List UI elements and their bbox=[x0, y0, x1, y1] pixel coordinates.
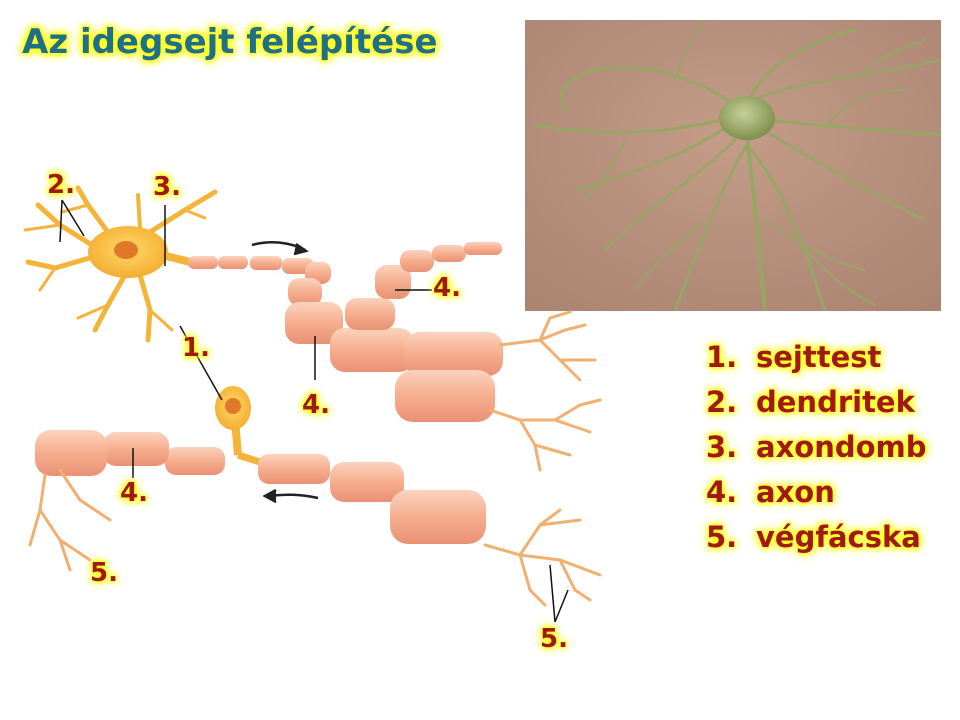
legend-item: 1. sejttest bbox=[706, 340, 927, 385]
legend-number: 4. bbox=[706, 475, 738, 509]
legend-item: 3. axondomb bbox=[706, 430, 927, 475]
legend-number: 5. bbox=[706, 520, 738, 554]
legend-item: 2. dendritek bbox=[706, 385, 927, 430]
page-title: Az idegsejt felépítése bbox=[22, 22, 438, 62]
upper-terminals bbox=[488, 310, 602, 472]
legend-number: 3. bbox=[706, 430, 738, 464]
label-axon-hillock: 3. bbox=[153, 172, 181, 202]
direction-arrows bbox=[251, 241, 319, 504]
label-terminal-right: 5. bbox=[540, 624, 568, 654]
legend-item: 5. végfácska bbox=[706, 520, 927, 565]
legend-text: végfácska bbox=[756, 520, 921, 554]
legend-item: 4. axon bbox=[706, 475, 927, 520]
legend: 1. sejttest 2. dendritek 3. axondomb 4. axon… bbox=[706, 340, 927, 565]
leader-lines bbox=[59, 199, 569, 623]
lower-terminals bbox=[28, 468, 602, 607]
nucleus bbox=[114, 241, 138, 259]
dendrites bbox=[23, 185, 218, 343]
legend-text: axondomb bbox=[756, 430, 927, 464]
neuron-micrograph bbox=[525, 20, 941, 311]
upper-axon bbox=[188, 242, 503, 422]
legend-text: axon bbox=[756, 475, 835, 509]
label-axon-lower: 4. bbox=[120, 478, 148, 508]
label-cell-body: 1. bbox=[182, 333, 210, 363]
legend-text: dendritek bbox=[756, 385, 915, 419]
label-axon-middle: 4. bbox=[302, 390, 330, 420]
legend-number: 1. bbox=[706, 340, 738, 374]
lower-axon bbox=[35, 430, 486, 544]
label-dendrites: 2. bbox=[47, 170, 75, 200]
legend-text: sejttest bbox=[756, 340, 882, 374]
legend-number: 2. bbox=[706, 385, 738, 419]
label-axon-upper: 4. bbox=[433, 273, 461, 303]
label-terminal-left: 5. bbox=[90, 558, 118, 588]
